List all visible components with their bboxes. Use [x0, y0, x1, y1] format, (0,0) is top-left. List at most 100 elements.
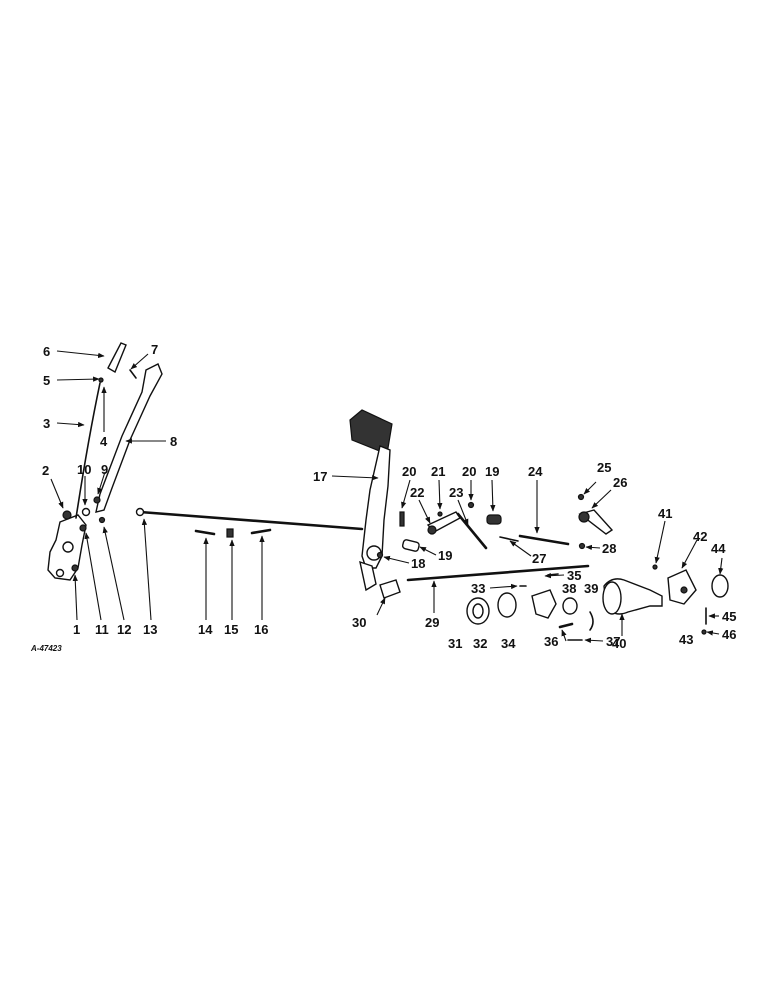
part-17-pedal-arm [361, 445, 391, 569]
part-18-pin [376, 551, 384, 559]
callout-10: 10 [77, 462, 91, 477]
leader-18 [383, 555, 410, 564]
part-28-pin [578, 542, 586, 550]
part-1-stud [71, 564, 79, 572]
drawing-code: A-47423 [30, 644, 62, 653]
leader-19b [490, 479, 496, 512]
leader-11 [84, 532, 102, 621]
part-27-key [499, 536, 519, 542]
callout-39: 39 [584, 581, 598, 596]
callout-45: 45 [722, 609, 736, 624]
leader-13 [141, 518, 152, 621]
callout-4: 4 [100, 434, 108, 449]
part-8-hand-lever [95, 363, 163, 513]
leader-3 [56, 421, 85, 428]
callout-9: 9 [101, 462, 108, 477]
leader-44 [718, 557, 724, 575]
callout-18: 18 [411, 556, 425, 571]
callout-34: 34 [501, 636, 516, 651]
leader-5 [56, 376, 100, 382]
callout-11: 11 [95, 622, 109, 637]
leader-28 [585, 544, 601, 551]
callout-40: 40 [612, 636, 626, 651]
part-38-bearing [562, 597, 578, 615]
callout-13: 13 [143, 622, 157, 637]
part-34-fork [531, 589, 557, 619]
part-13-rod [138, 510, 364, 531]
hand-lever-assembly [47, 342, 364, 581]
leader-36 [561, 629, 567, 642]
part-10-washer [81, 507, 91, 517]
callout-16: 16 [254, 622, 268, 637]
part-20-bolt-right [467, 501, 475, 509]
callout-26: 26 [613, 475, 627, 490]
foot-pedal-assembly [349, 409, 401, 599]
part-1-hole-lower [55, 568, 65, 578]
callout-32: 32 [473, 636, 487, 651]
callout-20-left: 20 [402, 464, 416, 479]
part-23-shaft [456, 512, 488, 550]
part-20-bolt-left [399, 511, 405, 527]
callout-1: 1 [73, 622, 80, 637]
part-42-yoke [667, 569, 697, 605]
part-46-washer [701, 629, 707, 635]
part-21-pin [437, 511, 443, 517]
part-2-nut [62, 510, 72, 520]
linkage-shaft-assembly [399, 493, 729, 641]
callout-29: 29 [425, 615, 439, 630]
leader-1 [72, 574, 78, 621]
part-5-pin [98, 377, 104, 383]
callout-7: 7 [151, 342, 158, 357]
part-26-arm-hub [578, 511, 590, 523]
callout-20-right: 20 [462, 464, 476, 479]
part-24-shaft [518, 534, 570, 546]
part-12-pin [98, 516, 106, 524]
part-1-hole [62, 541, 74, 553]
callout-37: 37 [606, 634, 620, 649]
callout-19-lower: 19 [438, 548, 452, 563]
part-22-arm-hub [427, 525, 437, 535]
leader-19a [419, 546, 437, 556]
callout-46: 46 [722, 627, 736, 642]
leader-25 [583, 481, 597, 495]
callout-3: 3 [43, 416, 50, 431]
part-31-ring-inner [472, 603, 484, 619]
callout-31: 31 [448, 636, 462, 651]
leader-6 [56, 350, 105, 358]
callout-22: 22 [410, 485, 424, 500]
part-15-clevis [226, 528, 234, 538]
part-29-shaft [406, 564, 590, 582]
part-41-pin [652, 564, 658, 570]
callout-27: 27 [532, 551, 546, 566]
leader-26 [591, 489, 612, 509]
part-13-rod-eye [135, 507, 145, 517]
part-43-bolt [680, 586, 688, 594]
part-19-bushing-right [486, 514, 502, 525]
callout-14: 14 [198, 622, 213, 637]
leader-46 [706, 630, 720, 636]
leader-21 [437, 479, 443, 510]
callout-23: 23 [449, 485, 463, 500]
leader-12 [102, 526, 125, 621]
leader-23 [457, 499, 469, 526]
leader-17 [331, 475, 379, 481]
callout-28: 28 [602, 541, 616, 556]
leader-30 [376, 597, 386, 616]
part-32-plate [497, 592, 517, 618]
part-40-housing-flange [602, 581, 622, 615]
part-19-bushing-left [401, 539, 420, 552]
callout-17: 17 [313, 469, 327, 484]
part-17-pedal-pad [349, 409, 393, 453]
callout-43: 43 [679, 632, 693, 647]
part-9-pin [93, 496, 101, 504]
part-16-clip [250, 528, 272, 535]
callout-12: 12 [117, 622, 131, 637]
leader-2 [50, 478, 64, 509]
leader-27 [509, 540, 532, 557]
callout-5: 5 [43, 373, 50, 388]
part-3-rod [75, 382, 101, 519]
callout-24: 24 [528, 464, 543, 479]
callout-30: 30 [352, 615, 366, 630]
part-44-cap [711, 574, 729, 598]
